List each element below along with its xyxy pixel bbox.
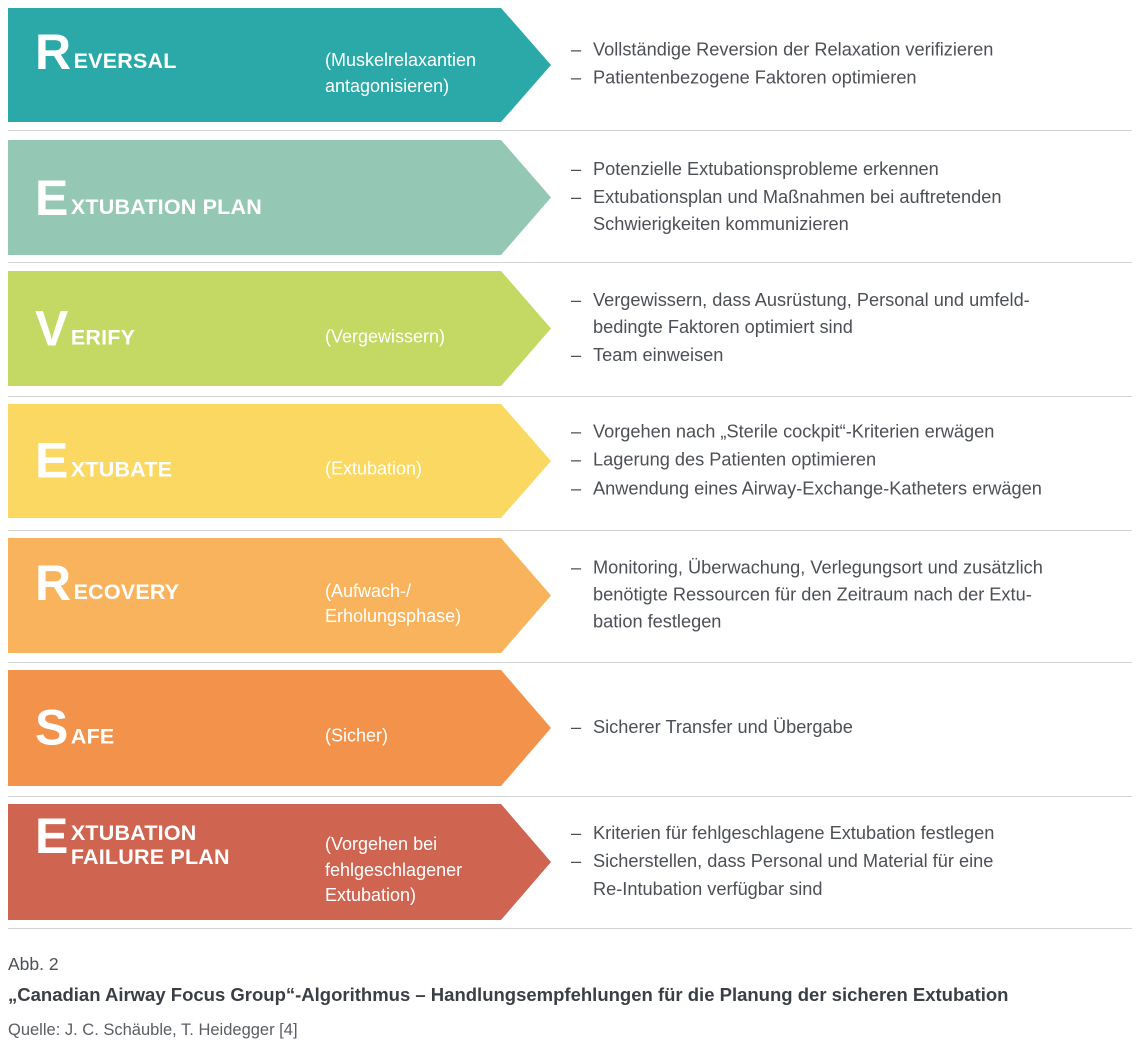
recommendations-recovery: –Monitoring, Überwachung, Verlegungsort … — [571, 554, 1131, 637]
bullet-dash-icon: – — [571, 478, 582, 499]
recommendation-item: –Vorgehen nach „Sterile cockpit“-Kriteri… — [571, 419, 1131, 446]
row-divider — [8, 396, 1132, 397]
recommendation-item: –Extubationsplan und Maßnahmen bei auftr… — [571, 184, 1131, 239]
bullet-dash-icon: – — [571, 557, 582, 578]
step-initial-verify: V — [35, 300, 68, 357]
recommendation-text: Sicherstellen, dass Personal und Materia… — [593, 851, 994, 899]
bullet-dash-icon: – — [571, 39, 582, 60]
bullet-dash-icon: – — [571, 716, 582, 737]
step-initial-extubate: E — [35, 432, 68, 489]
step-name-safe: AFE — [70, 724, 115, 749]
recommendation-text: Vergewissern, dass Ausrüstung, Personal … — [593, 289, 1030, 337]
bullet-dash-icon: – — [571, 158, 582, 179]
step-subtitle-reversal: (Muskelrelaxantien antagonisieren) — [325, 49, 477, 96]
step-name-extubation-failure-plan: XTUBATION FAILURE PLAN — [70, 821, 230, 870]
bullet-dash-icon: – — [571, 449, 582, 470]
recommendation-item: –Lagerung des Patienten optimieren — [571, 447, 1131, 474]
bullet-dash-icon: – — [571, 68, 582, 88]
recommendation-text: Extubationsplan und Maßnahmen bei auftre… — [593, 186, 1002, 235]
bullet-dash-icon: – — [571, 289, 582, 310]
step-initial-recovery: R — [35, 554, 71, 611]
bullet-dash-icon: – — [571, 186, 582, 207]
recommendation-text: Team einweisen — [593, 345, 724, 366]
step-subtitle-extubate: (Extubation) — [325, 458, 423, 479]
recommendations-extubate: –Vorgehen nach „Sterile cockpit“-Kriteri… — [571, 419, 1131, 504]
caption-divider — [8, 928, 1132, 929]
recommendation-text: Patientenbezogene Faktoren optimieren — [593, 68, 917, 88]
recommendations-safe: –Sicherer Transfer und Übergabe — [571, 714, 1131, 742]
row-divider — [8, 130, 1132, 131]
recommendation-text: Vollständige Reversion der Relaxation ve… — [593, 39, 994, 60]
recommendations-reversal: –Vollständige Reversion der Relaxation v… — [571, 37, 1131, 94]
recommendation-item: –Vergewissern, dass Ausrüstung, Personal… — [571, 287, 1131, 342]
step-name-verify: ERIFY — [70, 325, 136, 350]
recommendation-item: –Patientenbezogene Faktoren optimieren — [571, 65, 1131, 92]
step-subtitle-safe: (Sicher) — [325, 725, 389, 746]
recommendation-text: Monitoring, Überwachung, Verlegungsort u… — [593, 557, 1043, 632]
recommendation-item: –Monitoring, Überwachung, Verlegungsort … — [571, 554, 1131, 636]
figure-caption: Abb. 2 „Canadian Airway Focus Group“-Alg… — [8, 952, 1132, 1042]
bullet-dash-icon: – — [571, 421, 582, 442]
recommendation-item: –Kriterien für fehlgeschlagene Extubatio… — [571, 820, 1131, 847]
step-name-extubate: XTUBATE — [70, 457, 173, 482]
step-initial-extubation-plan: E — [35, 169, 68, 226]
caption-label: Abb. 2 — [8, 954, 59, 974]
recommendation-text: Lagerung des Patienten optimieren — [593, 449, 877, 470]
recommendation-item: –Team einweisen — [571, 342, 1131, 369]
recommendations-verify: –Vergewissern, dass Ausrüstung, Personal… — [571, 287, 1131, 371]
caption-source: Quelle: J. C. Schäuble, T. Heidegger [4] — [8, 1021, 298, 1040]
step-initial-reversal: R — [35, 23, 71, 80]
recommendations-extubation-plan: –Potenzielle Extubationsprobleme erkenne… — [571, 156, 1131, 240]
recommendation-item: –Potenzielle Extubationsprobleme erkenne… — [571, 156, 1131, 183]
recommendation-text: Anwendung eines Airway-Exchange-Katheter… — [593, 478, 1042, 499]
row-divider — [8, 662, 1132, 663]
step-initial-extubation-failure-plan: E — [35, 808, 68, 865]
recommendation-item: –Anwendung eines Airway-Exchange-Kathete… — [571, 475, 1131, 502]
bullet-dash-icon: – — [571, 345, 582, 366]
recommendation-text: Vorgehen nach „Sterile cockpit“-Kriterie… — [593, 421, 995, 442]
recommendation-text: Kriterien für fehlgeschlagene Extubation… — [593, 823, 995, 844]
recommendation-item: –Vollständige Reversion der Relaxation v… — [571, 37, 1131, 64]
recommendation-text: Sicherer Transfer und Übergabe — [593, 716, 853, 737]
bullet-dash-icon: – — [571, 823, 582, 844]
step-name-recovery: ECOVERY — [73, 579, 180, 604]
caption-title: „Canadian Airway Focus Group“-Algorithmu… — [8, 983, 1009, 1005]
recommendation-item: –Sicherer Transfer und Übergabe — [571, 714, 1131, 741]
recommendation-text: Potenzielle Extubationsprobleme erkennen — [593, 158, 939, 179]
step-name-extubation-plan: XTUBATION PLAN — [70, 194, 262, 219]
bullet-dash-icon: – — [571, 851, 582, 872]
step-initial-safe: S — [35, 699, 68, 756]
step-subtitle-recovery: (Aufwach-/ Erholungsphase) — [325, 580, 462, 626]
row-divider — [8, 262, 1132, 263]
row-divider — [8, 530, 1132, 531]
step-name-reversal: EVERSAL — [73, 48, 177, 73]
recommendations-extubation-failure-plan: –Kriterien für fehlgeschlagene Extubatio… — [571, 820, 1131, 904]
recommendation-item: –Sicherstellen, dass Personal und Materi… — [571, 848, 1131, 903]
step-subtitle-verify: (Vergewissern) — [325, 326, 446, 347]
row-divider — [8, 796, 1132, 797]
step-subtitle-extubation-failure-plan: (Vorgehen bei fehlgeschlagener Extubatio… — [325, 834, 463, 906]
